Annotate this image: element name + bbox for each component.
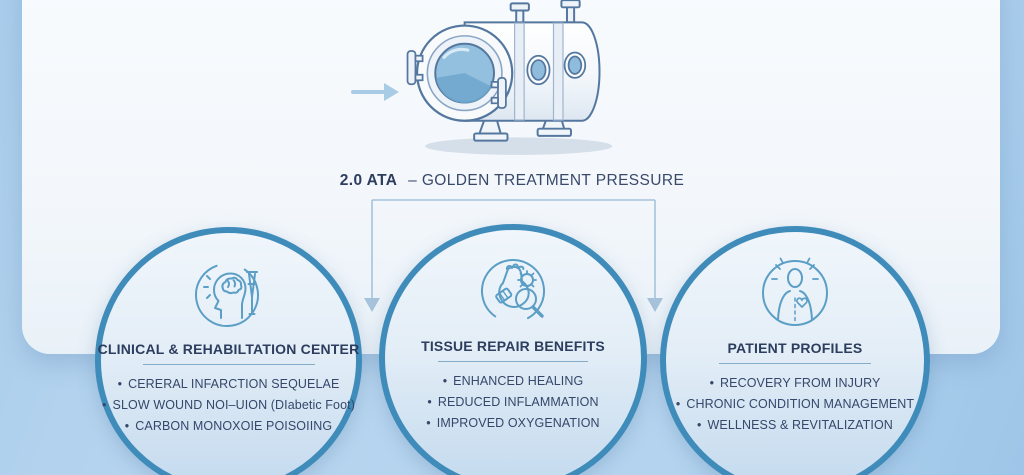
bullet-dot: • <box>442 374 448 388</box>
foot-gear-magnifier-icon <box>471 248 555 332</box>
circle-title: PATIENT PROFILES <box>727 340 863 356</box>
pressure-label: – GOLDEN TREATMENT PRESSURE <box>408 172 685 189</box>
bullet-dot: • <box>117 377 123 391</box>
title-divider <box>719 363 871 364</box>
bullet-dot: • <box>427 395 432 409</box>
list-item: • IMPROVED OXYGENATION <box>426 413 599 434</box>
list-item-text: CERERAL INFARCTION SEQUELAE <box>128 377 340 391</box>
bullet-dot: • <box>102 398 107 412</box>
list-item-text: IMPROVED OXYGENATION <box>436 416 600 430</box>
list-item: • REDUCED INFLAMMATION <box>426 392 599 413</box>
list-item-text: REDUCED INFLAMMATION <box>437 395 599 409</box>
list-item: • WELLNESS & REVITALIZATION <box>676 415 914 436</box>
patient-figure-icon <box>753 250 837 334</box>
bullet-dot: • <box>675 397 681 411</box>
title-divider <box>142 364 315 365</box>
list-item: • CHRONIC CONDITION MANAGEMENT <box>676 394 914 415</box>
list-item: • ENHANCED HEALING <box>426 371 599 392</box>
arrow-down-icon <box>647 298 663 312</box>
list-item: • CERERAL INFARCTION SEQUELAE <box>102 374 355 395</box>
list-item-text: RECOVERY FROM INJURY <box>720 376 881 390</box>
bullet-list: • RECOVERY FROM INJURY • CHRONIC CONDITION… <box>676 373 914 436</box>
list-item-text: SLOW WOUND NOI–UION (DIabetic Foot) <box>112 398 355 412</box>
list-item: • RECOVERY FROM INJURY <box>676 373 914 394</box>
head-brain-crutch-icon <box>187 251 271 335</box>
bullet-list: •ENHANCED HEALING •REDUCED INFLAMMATION … <box>426 371 599 434</box>
connector-bracket <box>364 199 663 312</box>
tissue-repair-circle: TISSUE REPAIR BENEFITS • ENHANCED HEALING… <box>379 224 647 475</box>
list-item-text: CARBON MONOXOIE POISOIING <box>135 419 333 433</box>
bullet-dot: • <box>426 416 431 430</box>
circle-title: TISSUE REPAIR BENEFITS <box>421 338 605 354</box>
list-item-text: ENHANCED HEALING <box>453 374 584 388</box>
title-divider <box>438 361 588 362</box>
clinical-rehabilitation-circle: CLINICAL & REHABILTATION CENTER • CERERAL… <box>95 227 362 475</box>
pressure-title: 2.0 ATA – GOLDEN TREATMENT PRESSURE <box>0 172 1024 190</box>
bullet-dot: • <box>124 419 130 433</box>
list-item-text: WELLNESS & REVITALIZATION <box>707 418 893 432</box>
list-item-text: CHRONIC CONDITION MANAGEMENT <box>686 397 915 411</box>
arrow-right-icon <box>351 83 399 101</box>
bullet-dot: • <box>697 418 702 432</box>
list-item: • CARBON MONOXOIE POISOIING <box>102 416 355 437</box>
circle-title: CLINICAL & REHABILTATION CENTER <box>97 341 360 357</box>
bullet-dot: • <box>709 376 715 390</box>
bullet-list: • CERERAL INFARCTION SEQUELAE • SLOW WOUND… <box>102 374 355 437</box>
patient-profiles-circle: PATIENT PROFILES • RECOVERY FROM INJURY •… <box>660 226 930 475</box>
list-item: • SLOW WOUND NOI–UION (DIabetic Foot) <box>102 395 355 416</box>
arrow-down-icon <box>364 298 380 312</box>
pressure-value: 2.0 ATA <box>339 172 398 189</box>
hyperbaric-chamber-illustration <box>406 0 613 155</box>
